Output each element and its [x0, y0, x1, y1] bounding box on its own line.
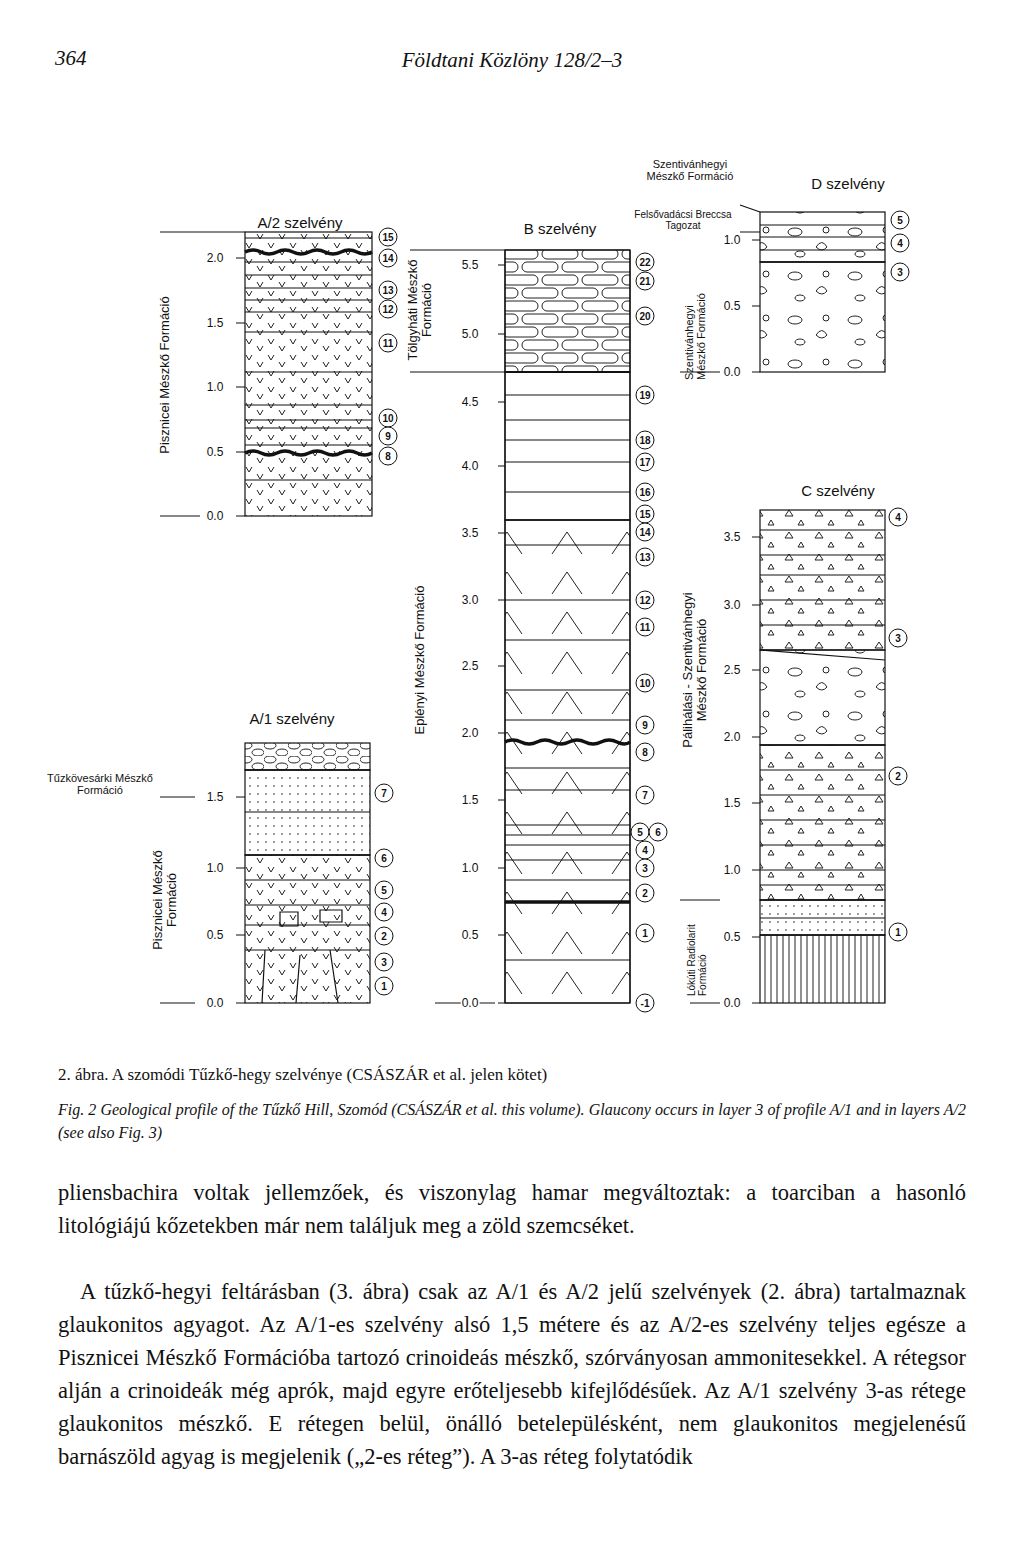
layer-number: 3	[375, 953, 394, 972]
layer-number: 15	[636, 505, 655, 524]
layer-number: 4	[891, 234, 910, 253]
formation-name: Eplényi Mészkő Formáció	[413, 530, 427, 790]
scale-tick-label: 1.5	[206, 316, 225, 330]
layer-number: 17	[636, 453, 655, 472]
layer-number: -1	[636, 994, 655, 1013]
column-label: A/2 szelvény	[225, 214, 375, 231]
column-label: B szelvény	[485, 220, 635, 237]
formation-name: Lókúti Radiolarit Formáció	[686, 904, 708, 996]
layer-number: 7	[636, 786, 655, 805]
layer-number: 3	[636, 859, 655, 878]
layer-number: 9	[379, 427, 398, 446]
scale-tick-label: 2.5	[723, 663, 742, 677]
layer-number: 5	[891, 211, 910, 230]
scale-tick-label: 4.0	[461, 459, 480, 473]
formation-name: Tölgyháti Mészkő Formáció	[406, 251, 434, 369]
layer-number: 8	[379, 447, 398, 466]
layer-number: 11	[636, 618, 655, 637]
scale-tick-label: 5.5	[461, 258, 480, 272]
layer-number: 12	[379, 300, 398, 319]
layer-number: 15	[379, 228, 398, 247]
scale-tick-label: 1.0	[723, 233, 742, 247]
scale-tick-label: 0.0	[461, 996, 480, 1010]
scale-tick-label: 3.5	[723, 530, 742, 544]
scale-tick-label: 3.0	[723, 598, 742, 612]
scale-tick-label: 0.5	[461, 928, 480, 942]
scale-tick-label: 2.0	[723, 730, 742, 744]
text-block: 2. ábra. A szomódi Tűzkő-hegy szelvénye …	[58, 1064, 966, 1086]
layer-number: 16	[636, 483, 655, 502]
text-block: pliensbachira voltak jellemzőek, és visz…	[58, 1176, 966, 1242]
layer-number: 10	[636, 674, 655, 693]
scale-tick-label: 2.5	[461, 659, 480, 673]
column-label: D szelvény	[773, 175, 923, 192]
scale-tick-label: 5.0	[461, 327, 480, 341]
layer-number: 22	[636, 253, 655, 272]
scale-tick-label: 2.0	[206, 251, 225, 265]
layer-number: 8	[636, 743, 655, 762]
scale-tick-label: 2.0	[461, 726, 480, 740]
text-block: 364	[55, 46, 87, 71]
layer-number: 13	[636, 548, 655, 567]
layer-number: 2	[375, 927, 394, 946]
scale-tick-label: 0.5	[723, 930, 742, 944]
scale-tick-label: 1.5	[723, 796, 742, 810]
scale-tick-label: 0.0	[723, 996, 742, 1010]
column-label: Szentivánhegyi Mészkő Formáció	[635, 158, 745, 182]
scale-tick-label: 0.0	[206, 509, 225, 523]
layer-number: 3	[889, 629, 908, 648]
layer-number: 4	[889, 508, 908, 527]
column-label: C szelvény	[763, 482, 913, 499]
column-label: Tűzkövesárki Mészkő Formáció	[44, 772, 156, 796]
scale-tick-label: 0.5	[723, 299, 742, 313]
column-label: Felsővadácsi Breccsa Tagozat	[624, 209, 742, 231]
layer-number: 7	[375, 784, 394, 803]
layer-number: 21	[636, 272, 655, 291]
column-label: A/1 szelvény	[217, 710, 367, 727]
formation-name: Szentivánhegyi Mészkő Formáció	[683, 280, 707, 380]
scale-tick-label: 0.0	[206, 996, 225, 1010]
scale-tick-label: 4.5	[461, 395, 480, 409]
formation-name: Pálihálási - Szentivánhegyi Mészkő Formá…	[681, 570, 709, 770]
layer-number: 6	[649, 823, 668, 842]
formation-name: Pisznicei Mészkő Formáció	[151, 838, 179, 963]
scale-tick-label: 3.5	[461, 526, 480, 540]
layer-number: 1	[636, 924, 655, 943]
scale-tick-label: 0.5	[206, 445, 225, 459]
scale-tick-label: 0.0	[723, 365, 742, 379]
scale-tick-label: 1.0	[206, 380, 225, 394]
layer-number: 6	[375, 849, 394, 868]
layer-number: 5	[375, 881, 394, 900]
scale-tick-label: 1.5	[461, 793, 480, 807]
scale-tick-label: 0.5	[206, 928, 225, 942]
scale-tick-label: 1.0	[723, 863, 742, 877]
layer-number: 12	[636, 591, 655, 610]
layer-number: 11	[379, 334, 398, 353]
running-head: Földtani Közlöny 128/2–3	[402, 48, 623, 73]
layer-number: 20	[636, 307, 655, 326]
layer-number: 4	[636, 841, 655, 860]
layer-number: 4	[375, 903, 394, 922]
scale-tick-label: 1.5	[206, 790, 225, 804]
layer-number: 9	[636, 716, 655, 735]
layer-number: 14	[636, 523, 655, 542]
layer-number: 14	[379, 249, 398, 268]
text-block: A tűzkő-hegyi feltárásban (3. ábra) csak…	[58, 1275, 966, 1473]
layer-number: 3	[891, 263, 910, 282]
layer-number: 1	[375, 977, 394, 996]
scale-tick-label: 1.0	[461, 861, 480, 875]
scale-tick-label: 3.0	[461, 593, 480, 607]
scale-tick-label: 1.0	[206, 861, 225, 875]
formation-name: Pisznicei Mészkő Formáció	[158, 250, 172, 500]
text-block: Fig. 2 Geological profile of the Tűzkő H…	[58, 1098, 966, 1144]
layer-number: 1	[889, 923, 908, 942]
layer-number: 19	[636, 386, 655, 405]
layer-number: 2	[636, 884, 655, 903]
layer-number: 5	[631, 823, 650, 842]
layer-number: 10	[379, 409, 398, 428]
layer-number: 18	[636, 431, 655, 450]
layer-number: 2	[889, 767, 908, 786]
layer-number: 13	[379, 281, 398, 300]
